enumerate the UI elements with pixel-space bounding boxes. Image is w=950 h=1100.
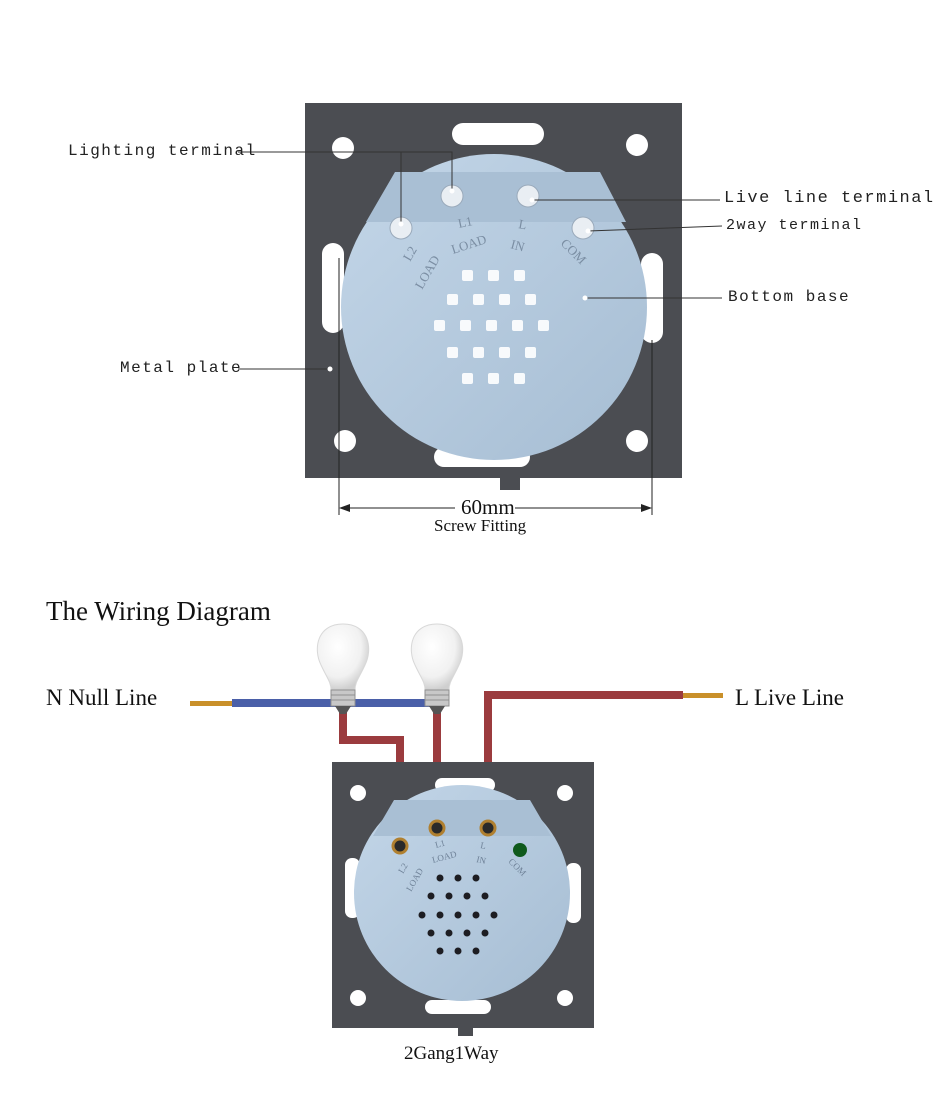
- bottom-base-disc-small: [354, 785, 570, 1001]
- plate-slot: [322, 243, 344, 333]
- label-metal-plate: Metal plate: [120, 359, 243, 377]
- wiring-diagram-title: The Wiring Diagram: [46, 596, 271, 626]
- label-live-line-terminal: Live line terminal: [724, 189, 935, 208]
- plate-hole: [332, 137, 354, 159]
- label-lighting-terminal: Lighting terminal: [68, 142, 257, 160]
- dimension-line: [338, 258, 653, 515]
- plate-hole: [626, 134, 648, 156]
- terminal-text-l: L: [517, 216, 527, 232]
- label-2way-terminal: 2way terminal: [726, 217, 863, 234]
- callout-lines: [238, 151, 723, 370]
- callout-lighting-terminal: [238, 151, 453, 190]
- small-terminal-text-l2: L2: [396, 861, 410, 875]
- terminal-com: [571, 216, 595, 240]
- plate-hole: [626, 430, 648, 452]
- plate-hole: [334, 430, 356, 452]
- vent-holes-small: [418, 874, 498, 955]
- bulb-2: [410, 623, 464, 714]
- plate-slot: [452, 123, 544, 145]
- terminal-l1-small: [428, 819, 446, 837]
- neutral-line-label: N Null Line: [46, 685, 158, 710]
- terminal-com-small: [513, 843, 527, 857]
- dimension-caption: Screw Fitting: [434, 516, 527, 535]
- vent-holes: [434, 270, 549, 384]
- small-terminal-text-in: IN: [476, 854, 488, 866]
- live-line-label: L Live Line: [735, 685, 844, 710]
- bulb-1: [316, 623, 370, 714]
- label-bottom-base: Bottom base: [728, 288, 851, 306]
- live-wire-input: [484, 691, 723, 829]
- terminal-text-in: IN: [509, 236, 527, 254]
- terminal-l: [516, 184, 540, 208]
- wiring-caption: 2Gang1Way: [404, 1043, 499, 1064]
- terminal-l2-small: [391, 837, 409, 855]
- bottom-base-disc: [341, 154, 647, 460]
- small-terminal-text-l1: L1: [434, 838, 446, 850]
- small-terminal-text-l: L: [480, 840, 487, 851]
- terminal-text-l1: L1: [457, 213, 474, 231]
- terminal-l-small: [479, 819, 497, 837]
- callout-2way-terminal: [587, 225, 723, 232]
- switch-base-small: L2 LOAD L1 LOAD L IN COM: [332, 762, 594, 1036]
- switch-base-large: L2 LOAD L1 LOAD L IN COM: [305, 103, 682, 490]
- dimension-value: 60mm: [461, 495, 515, 519]
- terminal-text-l2: L2: [400, 243, 420, 263]
- neutral-wire: [190, 699, 436, 707]
